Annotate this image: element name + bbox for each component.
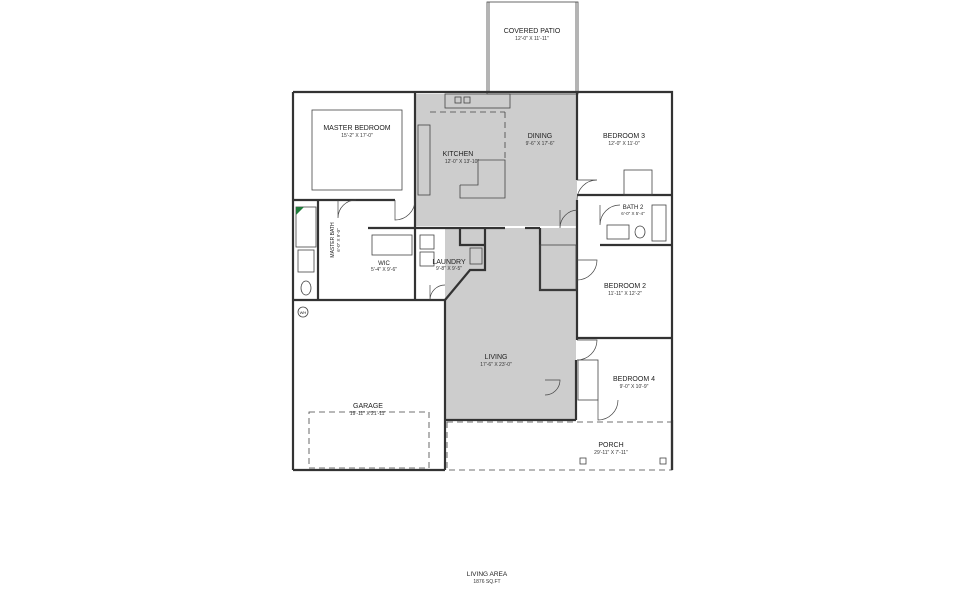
covered-patio-label: COVERED PATIO — [504, 28, 561, 35]
laundry-label: LAUNDRY — [432, 259, 466, 266]
master-bedroom-dims: 15'-2" X 17'-0" — [341, 133, 373, 139]
dining-dims: 9'-6" X 17'-6" — [526, 141, 555, 147]
room-labels: COVERED PATIO 12'-0" X 11'-11" MASTER BE… — [300, 28, 655, 456]
closets — [539, 169, 653, 401]
porch-outline — [446, 420, 674, 471]
green-marker — [296, 207, 304, 215]
covered-patio-outline — [486, 1, 579, 95]
master-bath-label: MASTER BATH — [330, 222, 336, 258]
laundry-dims: 9'-8" X 9'-5" — [436, 266, 462, 272]
door-swings — [337, 179, 621, 421]
water-heater-tag: WH — [300, 310, 307, 315]
garage-door — [297, 306, 430, 469]
exterior-walls — [291, 90, 674, 472]
living-area-value: 1876 SQ.FT — [473, 579, 500, 585]
bath-2-dims: 6'-0" X 5'-4" — [621, 211, 645, 216]
laundry-fixtures — [419, 234, 483, 267]
tray-ceiling — [311, 109, 403, 191]
bedroom-4-dims: 9'-0" X 10'-9" — [620, 384, 649, 390]
bath-2-fixtures — [606, 204, 667, 242]
kitchen-counters — [417, 93, 511, 199]
master-bedroom-label: MASTER BEDROOM — [323, 125, 390, 132]
garage-label: GARAGE — [353, 403, 383, 410]
wic-label: WIC — [378, 261, 390, 267]
wic-dims: 5'-4" X 9'-6" — [371, 267, 397, 273]
kitchen-dims: 12'-0" X 13'-10" — [445, 159, 480, 165]
master-bath-fixtures — [295, 206, 413, 296]
bedroom-2-label: BEDROOM 2 — [604, 283, 646, 290]
living-dims: 17'-6" X 23'-0" — [480, 362, 512, 368]
living-area-summary: LIVING AREA 1876 SQ.FT — [467, 571, 508, 585]
kitchen-label: KITCHEN — [443, 151, 474, 158]
living-label: LIVING — [485, 354, 508, 361]
bedroom-3-dims: 12'-0" X 11'-0" — [608, 141, 639, 147]
bedroom-2-dims: 11'-11" X 12'-2" — [608, 291, 642, 297]
porch-dims: 29'-11" X 7'-11" — [594, 450, 628, 456]
bedroom-3-label: BEDROOM 3 — [603, 133, 645, 140]
bath-2-label: BATH 2 — [623, 205, 644, 211]
bedroom-4-label: BEDROOM 4 — [613, 376, 655, 383]
shaded-living-area — [415, 94, 577, 420]
dining-label: DINING — [528, 133, 553, 140]
garage-dims: 19'-11" X 21'-11" — [350, 411, 387, 417]
porch-label: PORCH — [598, 442, 623, 449]
master-bath-dims: 6'-0" X 9'-0" — [336, 228, 341, 252]
covered-patio-dims: 12'-0" X 11'-11" — [515, 36, 549, 42]
living-area-title: LIVING AREA — [467, 571, 508, 578]
